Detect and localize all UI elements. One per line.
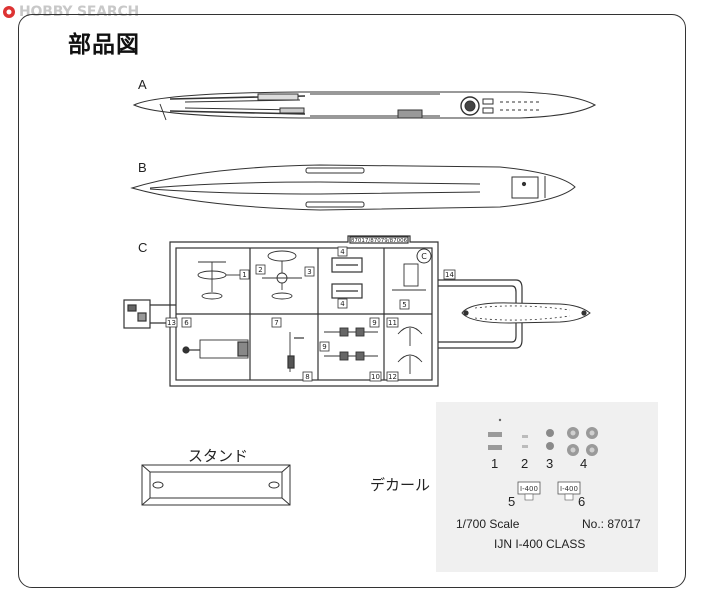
watermark-text: HOBBY SEARCH <box>19 4 140 20</box>
decal-num-6: 6 <box>578 494 586 509</box>
watermark-logo-icon <box>3 6 15 18</box>
page-title: 部品図 <box>68 32 140 58</box>
sprue-c-code: 87017/87079/87006 <box>351 238 408 244</box>
part-num-13: 13 <box>167 319 176 327</box>
product-name: IJN I-400 CLASS <box>494 537 586 551</box>
part-num-7: 7 <box>274 319 278 327</box>
sprue-c <box>123 235 591 387</box>
part-num-6: 6 <box>184 319 189 327</box>
part-num-11: 11 <box>388 319 397 327</box>
part-num-8: 8 <box>305 373 309 381</box>
part-num-9a: 9 <box>372 319 376 327</box>
part-num-4b: 4 <box>340 300 345 308</box>
sprue-b-label: B <box>138 160 147 175</box>
decal-sheet-panel: I-400 I-400 1 2 3 4 5 6 1/700 Scale No.:… <box>436 402 658 572</box>
sprue-a-label: A <box>138 77 147 92</box>
part-number-labels: 1 2 3 4 4 5 6 7 8 9 9 10 11 12 13 14 870… <box>167 238 454 381</box>
part-num-2: 2 <box>258 266 262 274</box>
decal-num-2: 2 <box>521 456 529 471</box>
sprue-c-letter: C <box>421 252 427 261</box>
stand-label: スタンド <box>188 447 249 465</box>
part-num-5: 5 <box>402 301 406 309</box>
decal-6-tag: I-400 <box>560 485 578 493</box>
decal-num-3: 3 <box>546 456 554 471</box>
hobby-search-watermark: HOBBY SEARCH <box>2 2 139 22</box>
decal-num-5: 5 <box>508 494 516 509</box>
decal-label: デカール <box>370 476 431 494</box>
part-number-boxes <box>165 246 456 382</box>
part-num-1: 1 <box>242 271 246 279</box>
decal-sheet-art: I-400 I-400 <box>488 418 598 501</box>
scale-text: 1/700 Scale <box>456 517 520 531</box>
decal-num-4: 4 <box>580 456 588 471</box>
decal-5-tag: I-400 <box>520 485 538 493</box>
part-num-9b: 9 <box>322 343 326 351</box>
part-num-10: 10 <box>371 373 380 381</box>
part-num-14: 14 <box>445 271 454 279</box>
part-num-4a: 4 <box>340 248 345 256</box>
sprue-c-label: C <box>138 240 148 255</box>
hull-part-b <box>130 164 576 211</box>
part-num-3: 3 <box>307 268 311 276</box>
stand-part <box>141 464 291 506</box>
decal-num-1: 1 <box>491 456 499 471</box>
diagram-frame <box>18 14 686 588</box>
part-num-12: 12 <box>388 373 397 381</box>
product-number: No.: 87017 <box>582 517 641 531</box>
hull-part-a <box>132 91 597 121</box>
